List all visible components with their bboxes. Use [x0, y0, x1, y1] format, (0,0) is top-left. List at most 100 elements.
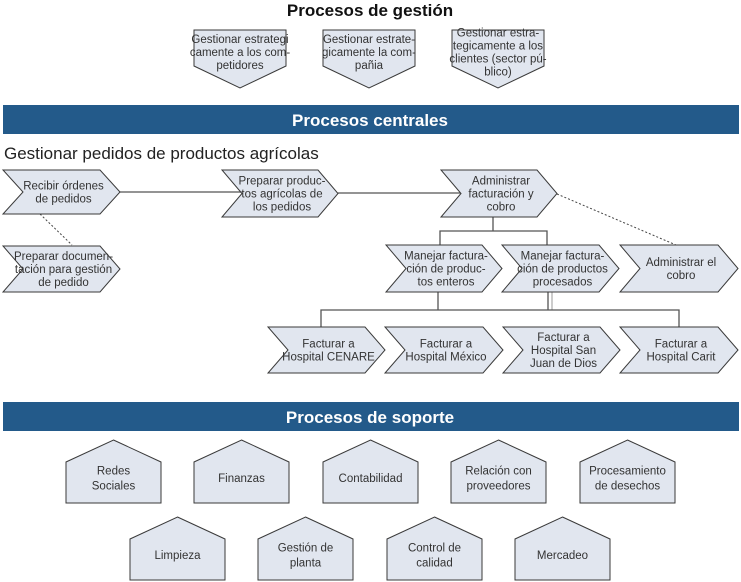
shape-label-line: Preparar documen-: [14, 251, 113, 263]
management-title: Procesos de gestión: [287, 1, 453, 20]
chevron-shape: [384, 244, 503, 293]
shape-label-line: Hospital Carit: [646, 352, 716, 364]
shape-label-line: petidores: [216, 60, 264, 72]
core-banner-title: Procesos centrales: [292, 111, 448, 130]
management-process[interactable]: Gestionar estrate-gicamente la com-pañia: [322, 29, 416, 89]
shape-label-line: Hospital San: [531, 345, 596, 357]
shape-label-line: Contabilidad: [339, 473, 403, 485]
pentagon-up-shape: [579, 439, 676, 504]
shape-label-line: proveedores: [467, 481, 531, 493]
support-process[interactable]: Procesamiento de desechos: [579, 439, 676, 504]
support-process[interactable]: Contabilidad: [322, 439, 419, 504]
shape-label-line: Manejar factura-: [404, 251, 488, 263]
shape-label-line: Facturar a: [302, 339, 355, 351]
shape-label-line: ción de productos: [517, 264, 608, 276]
dotted-connector-recibir-documentacion: [39, 213, 73, 246]
pentagon-down-shape: [451, 29, 545, 89]
pentagon-up-shape: [65, 439, 162, 504]
shape-label-line: cobro: [487, 202, 516, 214]
shape-label-line: facturación y: [468, 189, 533, 201]
shape-label-line: pañia: [355, 60, 384, 72]
shape-label-line: Redes: [97, 466, 130, 478]
chevron-shape: [383, 326, 504, 374]
support-process[interactable]: Control de calidad: [386, 516, 483, 581]
chevron-shape: [439, 169, 558, 218]
chevron-shape: [501, 326, 621, 374]
support-process[interactable]: Finanzas: [193, 439, 290, 504]
shape-label-line: Sociales: [92, 481, 136, 493]
pentagon-up-shape: [450, 439, 547, 504]
core-banner: [3, 105, 739, 134]
shape-label-line: Mercadeo: [537, 550, 588, 562]
shape-label-line: Facturar a: [655, 339, 708, 351]
shape-label-line: Procesamiento: [589, 466, 666, 478]
shape-label-line: gicamente la com-: [322, 47, 416, 59]
support-banner-title: Procesos de soporte: [286, 408, 454, 427]
core-subtitle: Gestionar pedidos de productos agrícolas: [4, 144, 319, 163]
shape-label-line: Administrar: [472, 176, 530, 188]
shape-label-line: Facturar a: [420, 339, 473, 351]
shape-label-line: Juan de Dios: [530, 358, 597, 370]
shape-label-line: procesados: [533, 277, 593, 289]
shape-label-line: camente a los com-: [190, 47, 291, 59]
shape-label-line: Recibir órdenes: [23, 181, 104, 193]
shape-label-line: calidad: [416, 558, 452, 570]
shape-label-line: los pedidos: [253, 202, 311, 214]
support-process[interactable]: Mercadeo: [514, 516, 611, 581]
connectors: [39, 191, 680, 327]
shape-label-line: tación para gestión: [15, 264, 112, 276]
chevron-shape: [1, 169, 121, 215]
shape-label-line: tos enteros: [418, 277, 475, 289]
core-process-manejar-enteros[interactable]: Manejar factura-ción de produc-tos enter…: [384, 244, 503, 293]
shape-label-line: Gestionar estrate-: [323, 34, 415, 46]
chevron-shape: [618, 326, 739, 374]
shape-label-line: tos agrícolas de: [241, 189, 322, 201]
shape-label-line: de desechos: [595, 481, 660, 493]
pentagon-up-shape: [322, 439, 419, 504]
chevron-shape: [618, 244, 739, 293]
connector-hospitals: [320, 309, 680, 327]
pentagon-up-shape: [386, 516, 483, 581]
shape-label-line: cobro: [667, 270, 696, 282]
shape-label-line: Finanzas: [218, 473, 265, 485]
support-banner: [3, 402, 739, 431]
shape-label-line: Preparar produc-: [239, 176, 326, 188]
chevron-shape: [220, 169, 339, 218]
shape-label-line: Hospital México: [405, 352, 486, 364]
chevron-shape: [1, 245, 121, 293]
shape-label-line: planta: [290, 558, 322, 570]
pentagon-up-shape: [193, 439, 290, 504]
pentagon-down-shape: [322, 29, 416, 89]
shape-label-line: Manejar factura-: [521, 251, 605, 263]
pentagon-up-shape: [514, 516, 611, 581]
dotted-connector-administrar-cobro: [556, 193, 677, 246]
shape-label-line: Control de: [408, 543, 461, 555]
shape-label-line: Gestionar estrategi: [191, 34, 288, 46]
core-process-manejar-procesados[interactable]: Manejar factura-ción de productosprocesa…: [500, 244, 620, 293]
shape-label-line: de pedidos: [35, 194, 92, 206]
pentagon-up-shape: [129, 516, 226, 581]
shape-label-line: de pedido: [38, 277, 89, 289]
chevron-shape: [266, 326, 386, 374]
chevron-shape: [500, 244, 620, 293]
shape-label-line: Administrar el: [646, 257, 716, 269]
management-process[interactable]: Gestionar estra-tegicamente a loscliente…: [449, 28, 547, 89]
support-process[interactable]: Limpieza: [129, 516, 226, 581]
